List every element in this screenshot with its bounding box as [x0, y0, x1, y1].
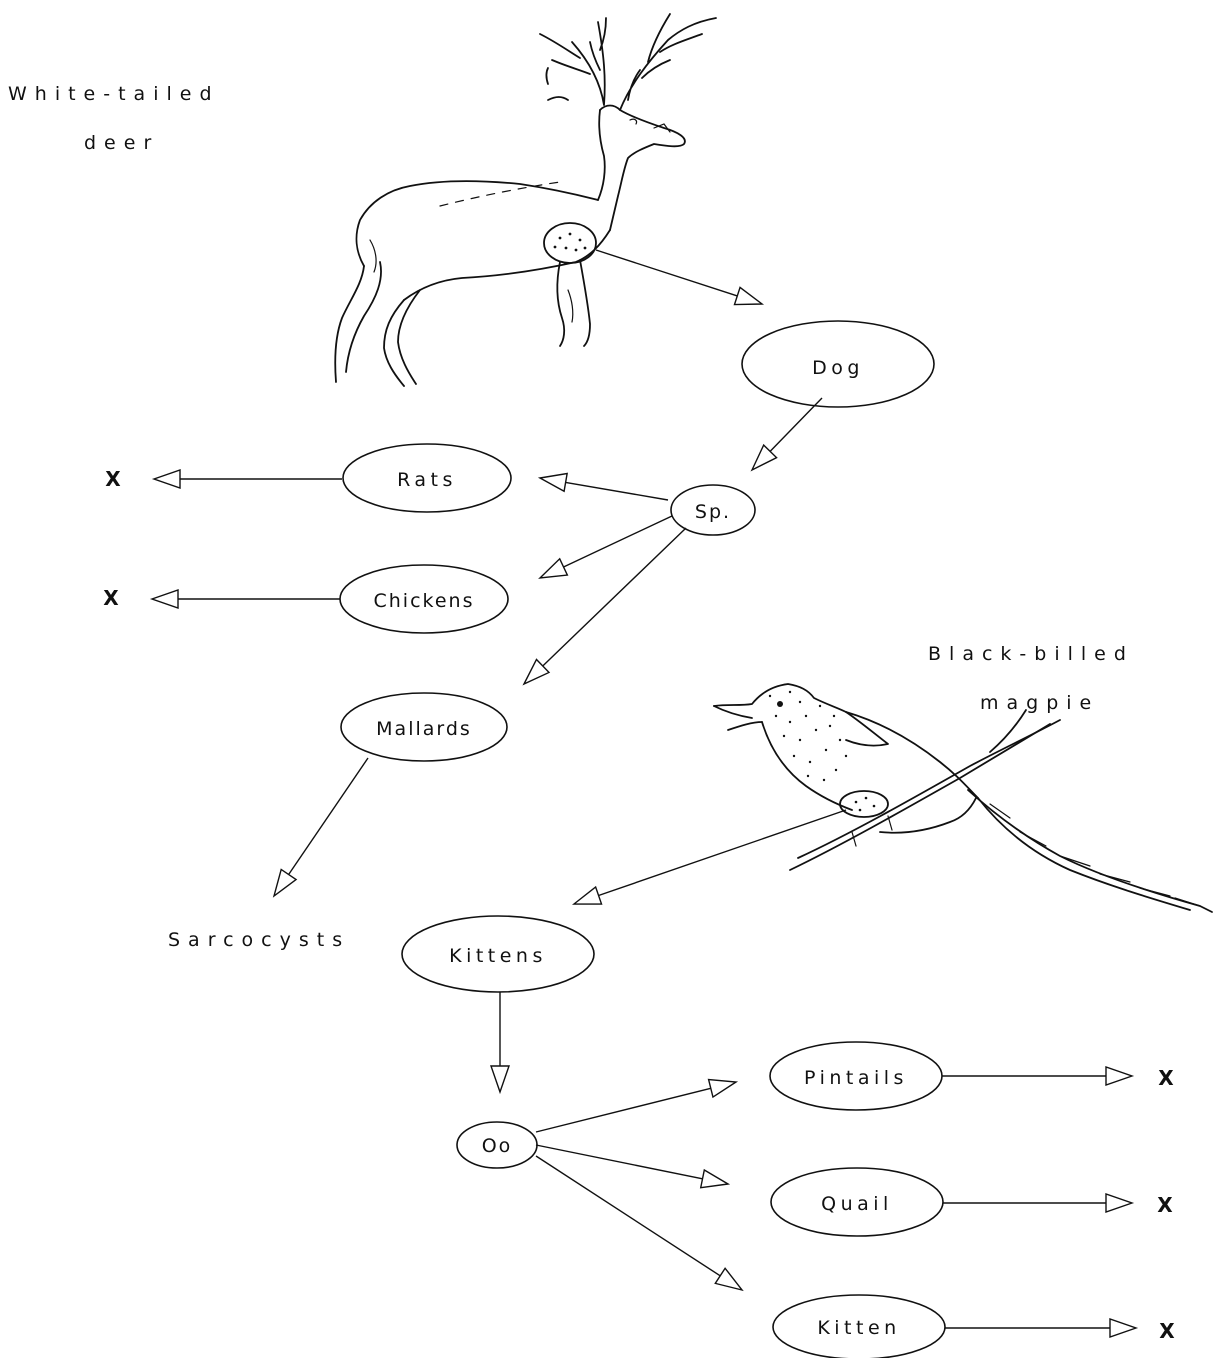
node-pintails: Pintails: [770, 1042, 942, 1110]
node-pintails-label: Pintails: [804, 1067, 908, 1089]
edge-kitten-deadend: [945, 1319, 1136, 1337]
edge-oo-kitten-arrowhead: [715, 1268, 742, 1290]
edge-layer: [152, 250, 1136, 1337]
node-dog: Dog: [742, 321, 934, 407]
edge-kittens-oo: [491, 992, 509, 1092]
node-mallards: Mallards: [341, 693, 507, 761]
edge-sp-mallards-line: [543, 528, 686, 666]
edge-mallards-sarcocysts-line: [289, 758, 368, 875]
node-dog-label: Dog: [812, 357, 864, 379]
deer-label-line1: White-tailed: [8, 83, 220, 105]
node-oo-label: Oo: [482, 1135, 513, 1157]
sarcocysts-label: Sarcocysts: [168, 929, 350, 951]
edge-chickens-deadend: [152, 590, 340, 608]
edge-oo-pintails: [536, 1080, 736, 1132]
edge-pintails-deadend-arrowhead: [1106, 1067, 1132, 1085]
magpie-icon: [714, 684, 1212, 912]
edge-magpie-kittens-arrowhead: [574, 887, 602, 904]
node-quail: Quail: [771, 1168, 943, 1236]
edge-oo-kitten-line: [536, 1156, 720, 1276]
edge-oo-pintails-line: [536, 1088, 711, 1132]
node-oo: Oo: [457, 1122, 537, 1168]
edge-rats-deadend: [154, 470, 342, 488]
edge-sp-chickens-line: [564, 516, 672, 567]
edge-dog-sp: [752, 398, 822, 470]
edge-sp-mallards: [524, 528, 686, 684]
node-quail-label: Quail: [821, 1193, 893, 1215]
edge-deer-dog: [596, 250, 762, 305]
edge-sp-rats-line: [566, 482, 668, 500]
edge-oo-quail-arrowhead: [701, 1170, 728, 1188]
node-kittens: Kittens: [402, 916, 594, 992]
edge-pintails-deadend: [942, 1067, 1132, 1085]
edge-kitten-deadend-arrowhead: [1110, 1319, 1136, 1337]
edge-chickens-deadend-arrowhead: [152, 590, 178, 608]
edge-sp-chickens: [540, 516, 672, 578]
edge-kittens-oo-arrowhead: [491, 1066, 509, 1092]
edge-sp-rats: [540, 474, 668, 500]
deer-label-line2: deer: [84, 132, 159, 154]
node-chickens-label: Chickens: [374, 590, 475, 612]
dead-end-mark-rats: X: [105, 467, 121, 491]
dead-end-mark-chickens: X: [103, 586, 119, 610]
magpie-label-line1: Black-billed: [928, 643, 1134, 665]
edge-quail-deadend-arrowhead: [1106, 1194, 1132, 1212]
edge-deer-dog-arrowhead: [734, 287, 762, 304]
edge-mallards-sarcocysts: [274, 758, 368, 896]
dead-end-mark-pintails: X: [1158, 1066, 1174, 1090]
edge-mallards-sarcocysts-arrowhead: [274, 869, 296, 896]
node-chickens: Chickens: [340, 565, 508, 633]
node-rats-label: Rats: [397, 469, 457, 491]
edge-sp-chickens-arrowhead: [540, 559, 567, 578]
node-kitten-label: Kitten: [817, 1317, 900, 1339]
edge-quail-deadend: [943, 1194, 1132, 1212]
edge-magpie-kittens: [574, 810, 846, 904]
edge-sp-rats-arrowhead: [540, 474, 567, 492]
node-mallards-label: Mallards: [376, 718, 472, 740]
edge-deer-dog-line: [596, 250, 737, 296]
edge-oo-quail-line: [536, 1145, 703, 1179]
edge-rats-deadend-arrowhead: [154, 470, 180, 488]
edge-oo-pintails-arrowhead: [709, 1080, 736, 1097]
dead-end-mark-kitten: X: [1159, 1319, 1175, 1343]
node-kitten: Kitten: [773, 1295, 945, 1358]
node-sp: Sp.: [671, 485, 755, 535]
dead-end-mark-quail: X: [1157, 1193, 1173, 1217]
magpie-label-line2: magpie: [980, 692, 1099, 714]
node-kittens-label: Kittens: [449, 945, 547, 967]
node-rats: Rats: [343, 444, 511, 512]
node-sp-label: Sp.: [695, 501, 731, 523]
deer-icon: [335, 14, 716, 386]
edge-oo-quail: [536, 1145, 728, 1188]
